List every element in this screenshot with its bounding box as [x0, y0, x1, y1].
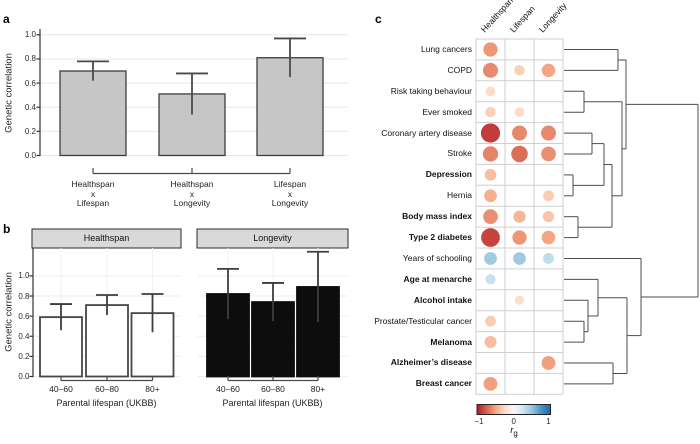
- trait-label: Alzheimer’s disease: [390, 357, 472, 368]
- correlation-dot: [541, 125, 556, 141]
- ytick-label-b: 0.4: [18, 331, 30, 341]
- correlation-dot: [485, 274, 496, 285]
- facet-header-label: Longevity: [253, 233, 292, 243]
- colorbar-tick-label: −1: [474, 417, 484, 426]
- trait-label: Breast cancer: [415, 378, 472, 389]
- panel-b-ylabel: Genetic correlation: [3, 272, 15, 352]
- group-label-a: Healthspan: [170, 179, 214, 189]
- colorbar-label-g: g: [513, 428, 518, 438]
- correlation-dot: [512, 125, 527, 141]
- panel-c-letter: c: [375, 12, 382, 26]
- trait-label: Type 2 diabetes: [408, 232, 472, 243]
- ytick-label-b: 0.2: [18, 351, 30, 361]
- group-label-a: x: [90, 188, 96, 199]
- bar-a: [59, 70, 127, 157]
- correlation-dot: [484, 169, 497, 181]
- bar-b: [85, 304, 129, 378]
- correlation-dot: [514, 65, 525, 76]
- group-label-a: Longevity: [271, 198, 309, 208]
- trait-label: Age at menarche: [403, 273, 473, 284]
- correlation-dot: [484, 336, 497, 349]
- trait-label: Melanoma: [430, 336, 472, 347]
- trait-label: Risk taking behaviour: [390, 85, 472, 96]
- correlation-dot: [541, 63, 556, 78]
- ytick-label-a: 0.4: [24, 102, 36, 112]
- colorbar: [476, 404, 551, 415]
- correlation-dot: [481, 228, 500, 247]
- ytick-label-b: 0.6: [18, 311, 30, 321]
- panel-a-letter: a: [3, 12, 10, 26]
- panel-b-letter: b: [3, 222, 11, 236]
- group-label-a: x: [287, 188, 293, 199]
- xtick-label-b: 40–60: [49, 384, 73, 394]
- ytick-label-a: 0.2: [24, 126, 36, 136]
- xaxis-title-b: Parental lifespan (UKBB): [56, 398, 157, 408]
- correlation-dot: [514, 295, 525, 305]
- colorbar-tick-label: 0: [511, 417, 516, 426]
- correlation-dot: [482, 146, 499, 162]
- correlation-dot: [485, 106, 496, 118]
- trait-label: Stroke: [447, 148, 472, 159]
- correlation-dot: [485, 315, 496, 327]
- correlation-dot: [484, 189, 497, 203]
- group-label-a: Healthspan: [71, 179, 115, 189]
- ytick-label-b: 1.0: [18, 271, 30, 281]
- trait-label: Lung cancers: [420, 43, 472, 54]
- ytick-label-a: 0.0: [24, 151, 36, 160]
- xtick-label-b: 60–80: [95, 384, 119, 394]
- xaxis-title-b: Parental lifespan (UKBB): [222, 398, 323, 408]
- ytick-label-b: 0.0: [18, 372, 30, 381]
- trait-label: Body mass index: [402, 211, 472, 222]
- group-label-a: Lifespan: [273, 179, 307, 189]
- correlation-dot: [511, 145, 528, 163]
- xtick-label-b: 80+: [145, 384, 160, 394]
- correlation-dot: [484, 252, 497, 265]
- trait-label: Coronary artery disease: [381, 127, 472, 138]
- trait-label: Hernia: [446, 190, 472, 201]
- correlation-dot: [541, 230, 556, 245]
- trait-label: Depression: [425, 169, 472, 180]
- trait-label: Years of schooling: [402, 252, 472, 263]
- colorbar-label-r: r: [510, 425, 514, 436]
- correlation-dot: [541, 356, 556, 370]
- facet-header-label: Healthspan: [83, 233, 130, 243]
- correlation-dot: [514, 107, 525, 118]
- correlation-dot: [513, 210, 526, 223]
- colorbar-axis-label: rg: [500, 425, 528, 438]
- correlation-dot: [543, 190, 554, 202]
- trait-label: Ever smoked: [422, 106, 472, 117]
- correlation-dot: [541, 146, 556, 162]
- group-label-a: x: [189, 188, 195, 199]
- correlation-dot: [483, 62, 498, 78]
- correlation-dot: [483, 376, 498, 391]
- trait-label: Alcohol intake: [413, 294, 472, 305]
- correlation-dot: [512, 230, 527, 245]
- group-label-a: Longevity: [173, 198, 211, 208]
- xtick-label-b: 40–60: [216, 384, 240, 394]
- correlation-dot: [483, 209, 498, 224]
- correlation-dot: [513, 252, 526, 265]
- trait-label: COPD: [447, 64, 472, 75]
- ytick-label-b: 0.8: [18, 291, 30, 301]
- correlation-dot: [483, 42, 498, 57]
- correlation-dot: [542, 211, 555, 223]
- trait-label: Prostate/Testicular cancer: [374, 315, 472, 326]
- group-label-a: Lifespan: [76, 198, 110, 208]
- ytick-label-a: 0.6: [24, 78, 36, 88]
- panel-a-ylabel: Genetic correlation: [3, 53, 15, 133]
- correlation-dot: [543, 253, 554, 264]
- correlation-dot: [480, 123, 501, 143]
- colorbar-tick-label: 1: [546, 417, 551, 426]
- xtick-label-b: 80+: [310, 384, 326, 394]
- xtick-label-b: 60–80: [261, 384, 285, 394]
- ytick-label-a: 1.0: [24, 30, 36, 40]
- ytick-label-a: 0.8: [24, 54, 36, 64]
- correlation-dot: [485, 86, 496, 97]
